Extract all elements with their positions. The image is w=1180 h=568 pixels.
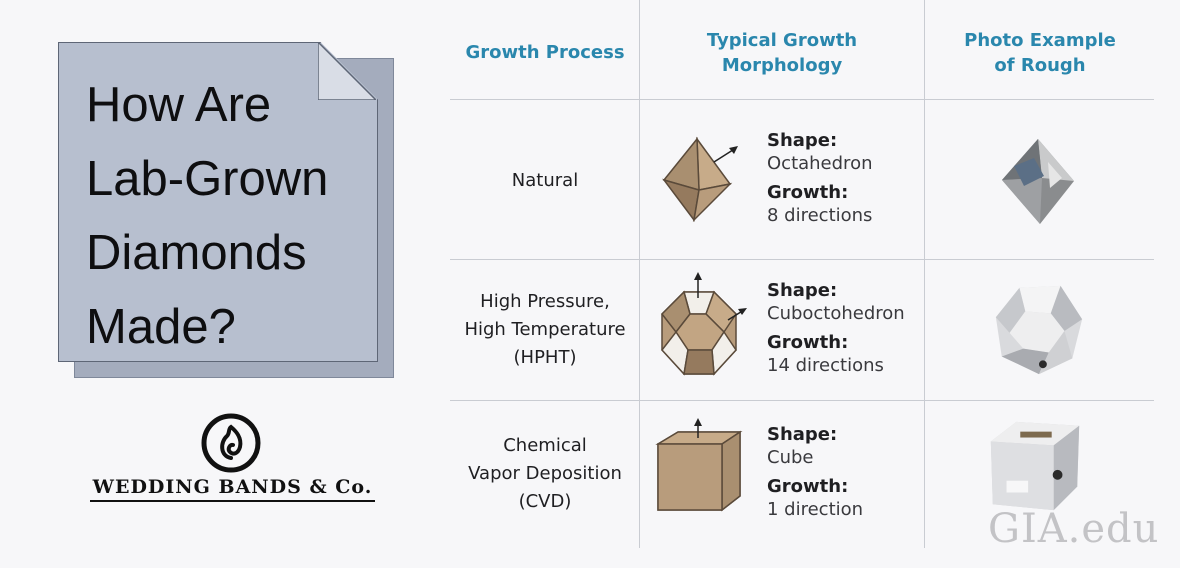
shape-label: Shape: bbox=[767, 424, 838, 445]
growth-value: 14 directions bbox=[767, 355, 884, 376]
row-process-cvd: Chemical Vapor Deposition (CVD) bbox=[468, 435, 622, 512]
shape-label: Shape: bbox=[767, 130, 838, 151]
natural-rough-diamond-photo bbox=[1002, 139, 1074, 224]
row-desc-cvd: Shape: Cube Growth: 1 direction bbox=[767, 423, 863, 521]
cvd-rough-diamond-photo bbox=[990, 421, 1080, 511]
table-divider bbox=[924, 0, 925, 548]
header-photo-example: Photo Example of Rough bbox=[964, 30, 1116, 76]
row-process-hpht: High Pressure, High Temperature (HPHT) bbox=[464, 291, 626, 368]
shape-label: Shape: bbox=[767, 280, 838, 301]
row-desc-hpht: Shape: Cuboctohedron Growth: 14 directio… bbox=[767, 279, 905, 377]
shape-value: Cuboctohedron bbox=[767, 303, 905, 324]
logo-wordmark: WEDDING BANDS & Co. bbox=[90, 476, 375, 502]
cuboctahedron-icon bbox=[661, 272, 747, 376]
page-title: How Are Lab-Grown Diamonds Made? bbox=[86, 78, 329, 354]
note-folded-corner bbox=[318, 42, 376, 100]
table-divider bbox=[639, 0, 640, 548]
table-divider bbox=[450, 99, 1154, 100]
shape-value: Cube bbox=[767, 447, 814, 468]
row-desc-natural: Shape: Octahedron Growth: 8 directions bbox=[767, 129, 873, 227]
table-divider bbox=[450, 259, 1154, 260]
hpht-rough-diamond-photo bbox=[995, 285, 1083, 375]
growth-label: Growth: bbox=[767, 332, 849, 353]
octahedron-icon bbox=[662, 136, 738, 223]
growth-value: 8 directions bbox=[767, 205, 873, 226]
gia-watermark: GIA.edu bbox=[988, 506, 1160, 552]
row-process-natural: Natural bbox=[511, 170, 579, 191]
shape-value: Octahedron bbox=[767, 153, 873, 174]
growth-label: Growth: bbox=[767, 182, 849, 203]
header-growth-morphology: Typical Growth Morphology bbox=[706, 30, 858, 76]
growth-value: 1 direction bbox=[767, 499, 864, 520]
table-divider bbox=[450, 400, 1154, 401]
cube-icon bbox=[655, 418, 743, 512]
spiral-ring-logo-icon bbox=[201, 413, 261, 473]
growth-label: Growth: bbox=[767, 476, 849, 497]
header-growth-process: Growth Process bbox=[465, 42, 625, 63]
